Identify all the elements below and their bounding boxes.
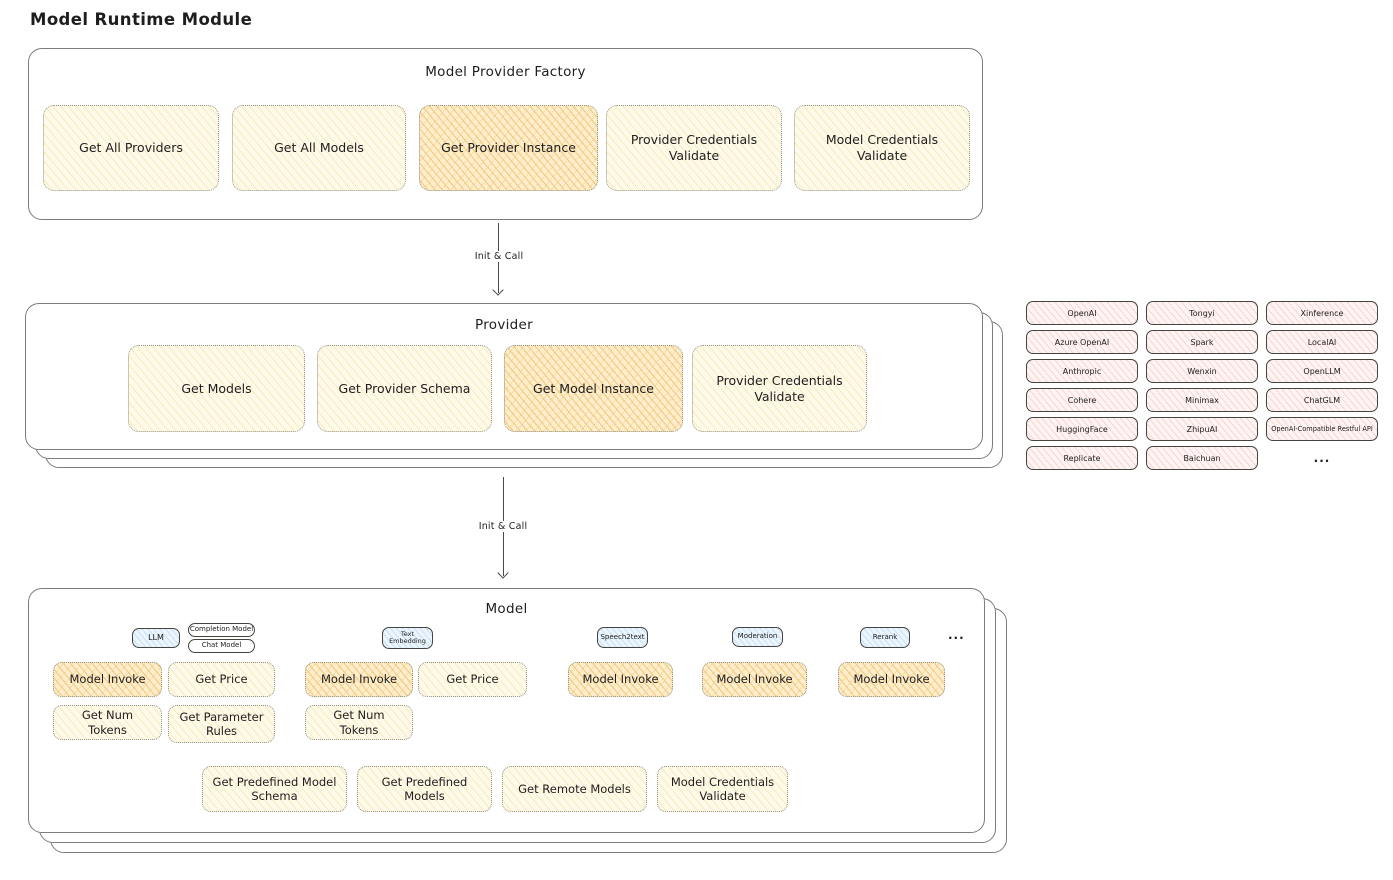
tag-rerank[interactable]: Rerank (860, 627, 910, 648)
factory-title: Model Provider Factory (425, 64, 586, 80)
factory-get-provider-instance-button[interactable]: Get Provider Instance (419, 105, 598, 191)
provider-replicate[interactable]: Replicate (1026, 446, 1138, 470)
llm-get-parameter-rules-button[interactable]: Get Parameter Rules (168, 705, 275, 743)
provider-anthropic[interactable]: Anthropic (1026, 359, 1138, 383)
llm-get-price-button[interactable]: Get Price (168, 662, 275, 697)
provider-xinference[interactable]: Xinference (1266, 301, 1378, 325)
tag-llm[interactable]: LLM (132, 628, 180, 648)
provider-wenxin[interactable]: Wenxin (1146, 359, 1258, 383)
factory-get-all-providers-button[interactable]: Get All Providers (43, 105, 219, 191)
model-credentials-validate-button[interactable]: Model Credentials Validate (657, 766, 788, 812)
tag-completion-model[interactable]: Completion Model (188, 623, 255, 637)
rerank-model-invoke-button[interactable]: Model Invoke (838, 662, 945, 697)
provider-credentials-validate-button[interactable]: Provider Credentials Validate (692, 345, 867, 432)
provider-get-provider-schema-button[interactable]: Get Provider Schema (317, 345, 492, 432)
model-section: Model LLM Completion Model Chat Model Te… (28, 588, 1007, 853)
factory-section: Model Provider Factory Get All Providers… (28, 48, 983, 220)
get-remote-models-button[interactable]: Get Remote Models (502, 766, 647, 812)
provider-cohere[interactable]: Cohere (1026, 388, 1138, 412)
provider-openai-compatible-restful-api[interactable]: OpenAI-Compatible Restful API (1266, 417, 1378, 441)
provider-spark[interactable]: Spark (1146, 330, 1258, 354)
provider-zhipuai[interactable]: ZhipuAI (1146, 417, 1258, 441)
provider-tongyi[interactable]: Tongyi (1146, 301, 1258, 325)
provider-section: Provider Get Models Get Provider Schema … (25, 303, 1003, 468)
page-title: Model Runtime Module (30, 10, 253, 29)
provider-localai[interactable]: LocalAI (1266, 330, 1378, 354)
speech2text-model-invoke-button[interactable]: Model Invoke (568, 662, 673, 697)
get-predefined-models-button[interactable]: Get Predefined Models (357, 766, 492, 812)
init-call-label-2: Init & Call (474, 521, 532, 532)
get-predefined-model-schema-button[interactable]: Get Predefined Model Schema (202, 766, 347, 812)
provider-list-more: ... (1313, 451, 1331, 465)
tag-text-embedding[interactable]: Text Embedding (382, 627, 433, 649)
provider-openllm[interactable]: OpenLLM (1266, 359, 1378, 383)
tag-moderation[interactable]: Moderation (732, 627, 783, 647)
moderation-model-invoke-button[interactable]: Model Invoke (702, 662, 807, 697)
provider-get-models-button[interactable]: Get Models (128, 345, 305, 432)
provider-openai[interactable]: OpenAI (1026, 301, 1138, 325)
provider-title: Provider (475, 317, 533, 333)
provider-baichuan[interactable]: Baichuan (1146, 446, 1258, 470)
factory-get-all-models-button[interactable]: Get All Models (232, 105, 406, 191)
model-tags-more: ... (948, 628, 965, 642)
llm-get-num-tokens-button[interactable]: Get Num Tokens (53, 705, 162, 740)
tag-chat-model[interactable]: Chat Model (188, 639, 255, 653)
provider-list: OpenAI Tongyi Xinference Azure OpenAI Sp… (1026, 301, 1378, 470)
provider-azure-openai[interactable]: Azure OpenAI (1026, 330, 1138, 354)
provider-minimax[interactable]: Minimax (1146, 388, 1258, 412)
provider-huggingface[interactable]: HuggingFace (1026, 417, 1138, 441)
text-embedding-model-invoke-button[interactable]: Model Invoke (305, 662, 413, 697)
text-embedding-get-num-tokens-button[interactable]: Get Num Tokens (305, 705, 413, 740)
tag-speech2text[interactable]: Speech2text (597, 627, 648, 648)
provider-get-model-instance-button[interactable]: Get Model Instance (504, 345, 683, 432)
factory-provider-credentials-validate-button[interactable]: Provider Credentials Validate (606, 105, 782, 191)
model-title: Model (485, 601, 528, 617)
factory-model-credentials-validate-button[interactable]: Model Credentials Validate (794, 105, 970, 191)
provider-chatglm[interactable]: ChatGLM (1266, 388, 1378, 412)
text-embedding-get-price-button[interactable]: Get Price (418, 662, 527, 697)
llm-model-invoke-button[interactable]: Model Invoke (53, 662, 162, 697)
init-call-label-1: Init & Call (470, 251, 528, 262)
